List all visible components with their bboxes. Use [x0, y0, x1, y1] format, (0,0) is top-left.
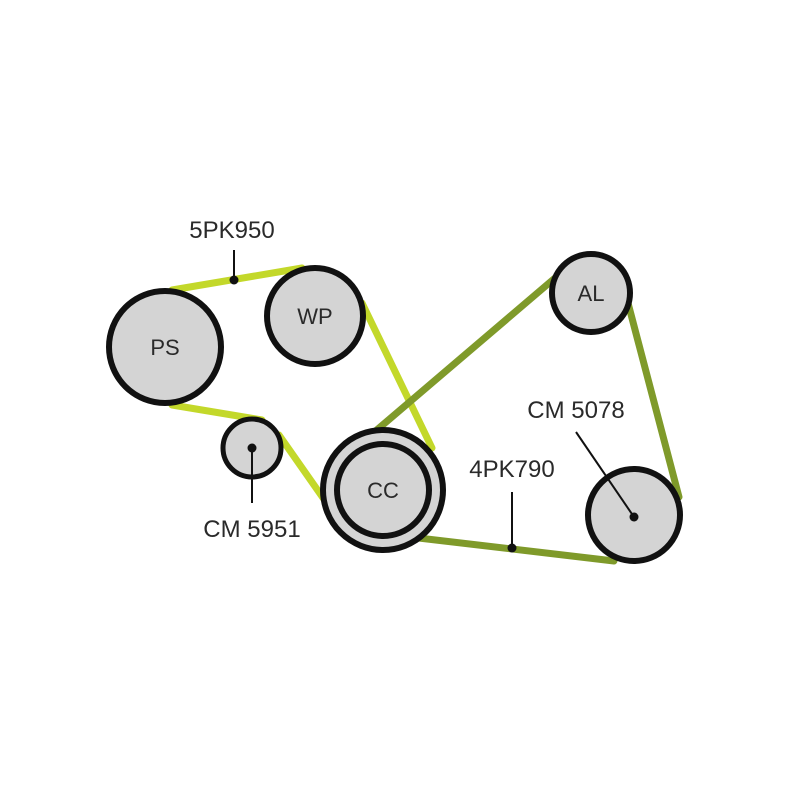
callout-4pk790 — [507, 492, 517, 553]
label-cm5078: CM 5078 — [527, 397, 624, 424]
pulley-label-wp: WP — [297, 304, 332, 329]
callout-cm5078 — [575, 431, 639, 522]
pulley-al — [549, 251, 633, 335]
belt-4pk790 — [361, 274, 683, 565]
pulley-ps — [106, 288, 224, 406]
pulley-label-ps: PS — [150, 335, 179, 360]
pulley-cc-inner — [334, 441, 432, 539]
label-4pk790: 4PK790 — [469, 456, 554, 483]
label-5pk950: 5PK950 — [189, 217, 274, 244]
pulley-wp — [264, 265, 366, 367]
callout-cm5951 — [247, 443, 257, 503]
pulley-label-al: AL — [578, 281, 605, 306]
label-cm5951: CM 5951 — [203, 516, 300, 543]
callout-5pk950 — [229, 250, 239, 285]
pulley-label-cc: CC — [367, 478, 399, 503]
